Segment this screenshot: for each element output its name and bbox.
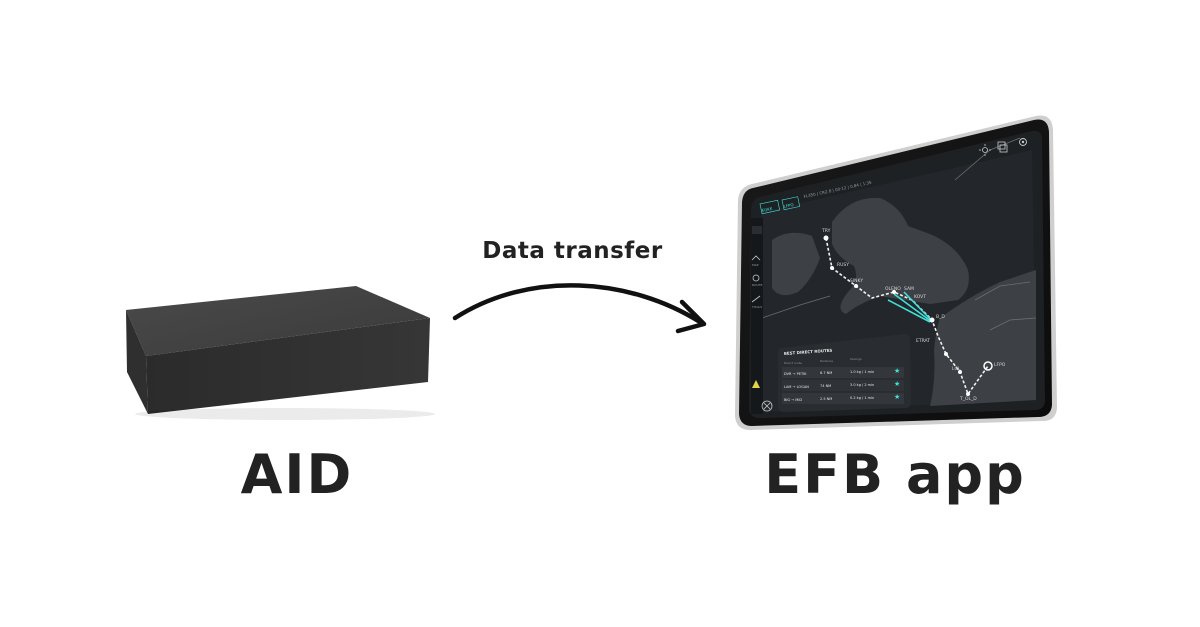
efb-sidebar: MAP ROUTE TOOLS xyxy=(751,218,773,414)
departure-code: EGKK xyxy=(761,206,773,213)
waypoint-marker xyxy=(944,352,948,356)
svg-text:6.7 NM: 6.7 NM xyxy=(820,371,832,375)
efb-map-view xyxy=(761,137,1037,412)
table-row[interactable]: DVR → PETIK 6.7 NM 1.0 kg / 1 min ★ xyxy=(782,367,904,378)
gear-icon[interactable] xyxy=(1019,138,1027,146)
waypoint-marker xyxy=(966,392,970,396)
arrival-chip[interactable] xyxy=(781,196,801,211)
waypoint-marker xyxy=(830,266,834,270)
flight-route: TRY RUSY SINKY OLENO SAM KOVT B_D ETRAT … xyxy=(821,228,1006,402)
tools-icon xyxy=(751,295,761,303)
svg-text:0.2 kg / 1 min: 0.2 kg / 1 min xyxy=(850,396,874,400)
data-transfer-arrow xyxy=(452,283,707,334)
route-icon xyxy=(752,274,760,282)
svg-text:DVR → PETIK: DVR → PETIK xyxy=(784,372,807,376)
waypoint-label: SAM xyxy=(904,286,914,292)
efb-app-label: EFB app xyxy=(764,443,1026,506)
waypoint-label: OLENO xyxy=(885,286,901,292)
svg-text:LAM → LOGAN: LAM → LOGAN xyxy=(784,385,809,389)
svg-text:BIG → MID: BIG → MID xyxy=(784,398,802,402)
sidebar-item-map: MAP xyxy=(752,263,759,267)
star-icon: ★ xyxy=(894,393,900,401)
sidebar-item-tools: TOOLS xyxy=(751,305,762,309)
table-row[interactable]: BIG → MID 2.5 NM 0.2 kg / 1 min ★ xyxy=(782,393,904,404)
departure-chip[interactable] xyxy=(759,199,781,215)
svg-text:2.5 NM: 2.5 NM xyxy=(820,397,832,401)
arrival-code: LFPO xyxy=(783,202,794,209)
panel-header: Savings xyxy=(850,357,862,361)
star-icon: ★ xyxy=(894,367,900,375)
waypoint-label: KOVT xyxy=(914,294,926,300)
waypoint-label: B_D xyxy=(936,314,945,320)
waypoint-label: LGL xyxy=(952,366,961,372)
waypoint-marker xyxy=(823,235,829,241)
warning-icon xyxy=(752,380,760,388)
aid-label: AID xyxy=(240,443,354,506)
waypoint-marker xyxy=(929,317,935,323)
svg-text:3.0 kg / 2 min: 3.0 kg / 2 min xyxy=(850,383,874,387)
sidebar-icon-top[interactable] xyxy=(752,226,762,234)
sun-icon[interactable] xyxy=(979,144,991,156)
svg-text:74 NM: 74 NM xyxy=(820,384,831,388)
star-icon: ★ xyxy=(894,380,900,388)
data-transfer-label: Data transfer xyxy=(482,238,663,264)
map-icon xyxy=(751,255,761,261)
destination-marker xyxy=(983,361,993,371)
waypoint-label: RUSY xyxy=(837,262,849,268)
waypoint-marker xyxy=(958,370,962,374)
sidebar-item-route: ROUTE xyxy=(752,283,762,287)
panel-header: Distance xyxy=(820,359,833,363)
panel-header: Direct route xyxy=(784,361,802,365)
best-routes-panel: BEST DIRECT ROUTES Direct route Distance… xyxy=(778,334,911,412)
waypoint-label: TRY xyxy=(821,228,831,234)
aid-device-box xyxy=(126,286,435,420)
waypoint-label: SINKY xyxy=(850,278,863,284)
waypoint-label: T_OL_D xyxy=(959,396,977,402)
close-icon[interactable] xyxy=(761,400,773,412)
waypoint-label: ETRAT xyxy=(916,338,930,344)
layers-icon[interactable] xyxy=(997,141,1008,153)
waypoint-marker xyxy=(854,284,858,288)
waypoint-label: LFPO xyxy=(994,362,1006,368)
table-row[interactable]: LAM → LOGAN 74 NM 3.0 kg / 2 min ★ xyxy=(782,380,904,391)
svg-text:1.0 kg / 1 min: 1.0 kg / 1 min xyxy=(850,370,874,374)
panel-title: BEST DIRECT ROUTES xyxy=(784,348,833,356)
waypoint-marker xyxy=(892,290,896,294)
